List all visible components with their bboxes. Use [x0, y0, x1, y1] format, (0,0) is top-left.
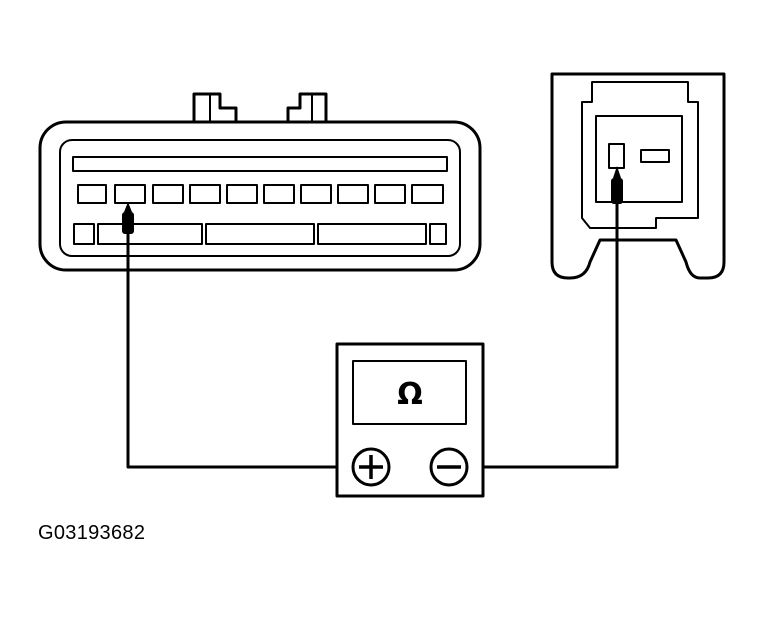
- component-inner-outline: [581, 81, 699, 229]
- pin-cavity-row: [77, 184, 444, 204]
- multi-pin-connector: [38, 92, 482, 272]
- figure-id: G03193682: [38, 522, 146, 544]
- component-terminal-2: [640, 149, 670, 163]
- positive-test-lead: [126, 230, 358, 469]
- two-pin-component: [550, 72, 726, 280]
- connector-latch-right: [286, 92, 328, 133]
- positive-probe-tip: [122, 202, 134, 234]
- probe-tips: [122, 166, 623, 234]
- negative-probe-tip: [611, 166, 623, 204]
- lower-cavity-row: [73, 223, 447, 245]
- connector-housing: [38, 120, 482, 272]
- ohmmeter: [335, 342, 485, 498]
- negative-test-lead: [462, 200, 619, 469]
- connector-top-slot: [72, 156, 448, 172]
- ohm-symbol: Ω: [397, 377, 423, 412]
- ohmmeter-display: [352, 360, 467, 425]
- connector-face: [59, 139, 461, 257]
- connector-latch-left: [192, 92, 238, 133]
- component-terminal-area: [595, 115, 683, 203]
